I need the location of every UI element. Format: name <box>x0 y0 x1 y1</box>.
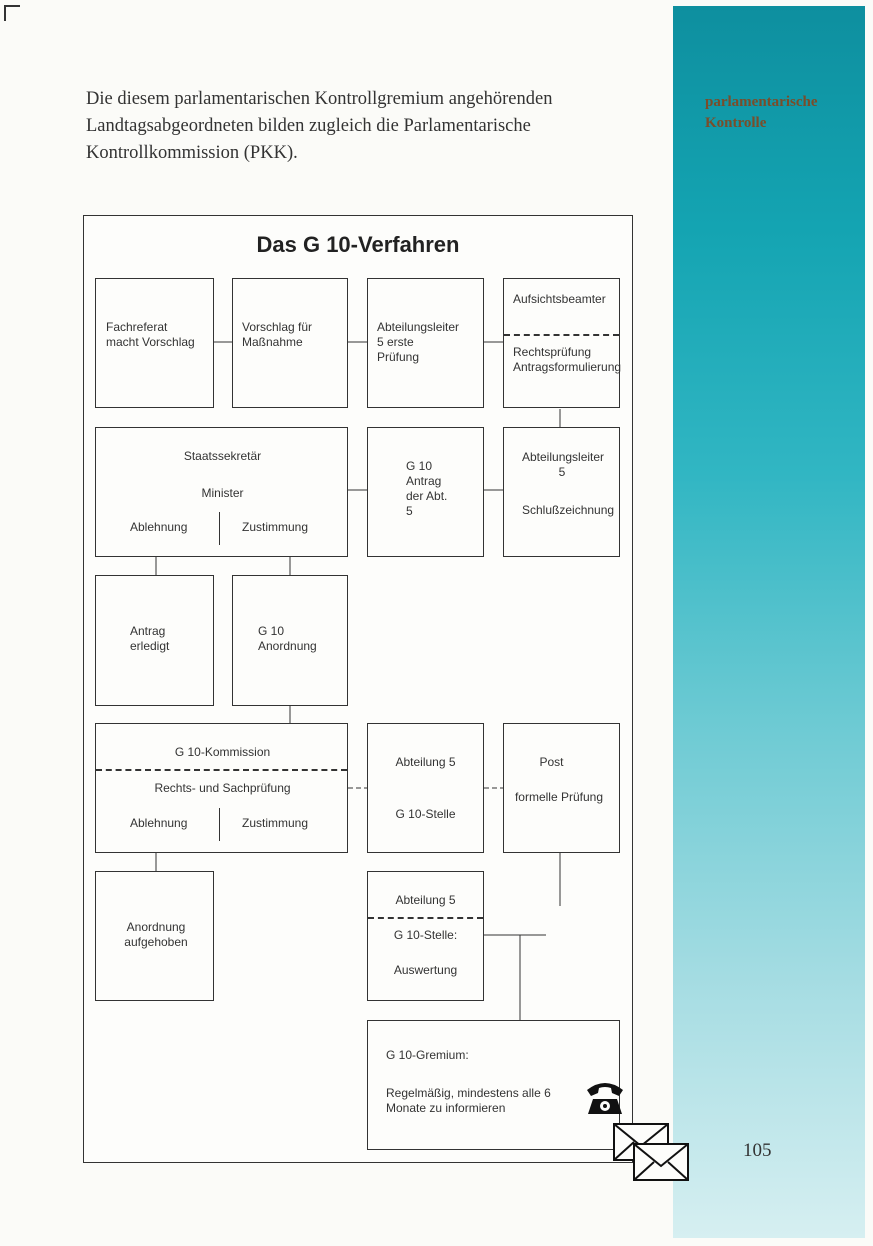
abteilung5-stelle-top-text: Abteilung 5 <box>395 755 456 769</box>
antrag-erledigt-text: Antrag erledigt <box>130 624 170 653</box>
abteilung5-stelle-box: Abteilung 5 G 10-Stelle <box>367 723 484 853</box>
abteilungsleiter-pruefung-text: Abteilungsleiter 5 erste Prüfung <box>377 320 460 364</box>
fachreferat-box: Fachreferat macht Vorschlag <box>95 278 214 408</box>
vorschlag-box: Vorschlag für Maßnahme <box>232 278 348 408</box>
staatssekretaer-text: Staatssekretär <box>183 449 262 463</box>
schlusszeichnung-top-text: Abteilungsleiter 5 <box>522 450 605 479</box>
envelope-icon <box>613 1123 689 1181</box>
telephone-icon <box>587 1083 623 1114</box>
schlusszeichnung-bottom-text: Schlußzeichnung <box>522 503 615 517</box>
aufsicht-bottom-text: Rechtsprüfung Antragsformulierung <box>513 345 622 374</box>
kommission-ablehnung-text: Ablehnung <box>130 816 188 830</box>
g10-flowchart: Das G 10-Verfahren Fachreferat macht Vor… <box>83 215 689 1181</box>
antrag-abt5-box: G 10 Antrag der Abt. 5 <box>367 427 484 557</box>
kommission-zustimmung-text: Zustimmung <box>242 816 309 830</box>
aufsicht-box: Aufsichtsbeamter Rechtsprüfung Antragsfo… <box>503 278 622 408</box>
page-number: 105 <box>743 1140 772 1161</box>
auswertung-box: Abteilung 5 G 10-Stelle: Auswertung <box>367 871 484 1001</box>
anordnung-aufgehoben-text: Anordnung aufgehoben <box>124 920 188 949</box>
aufsicht-divider <box>504 334 619 336</box>
gremium-top-text: G 10-Gremium: <box>386 1048 469 1062</box>
aufsicht-top-text: Aufsichtsbeamter <box>513 292 606 306</box>
kommission-middle-text: Rechts- und Sachprüfung <box>154 781 291 795</box>
post-top-text: Post <box>539 755 564 769</box>
auswertung-middle-text: G 10-Stelle: <box>393 928 458 942</box>
post-bottom-text: formelle Prüfung <box>514 790 604 804</box>
staat-ablehnung-text: Ablehnung <box>130 520 188 534</box>
gremium-bottom-text: Regelmäßig, mindestens alle 6 Monate zu … <box>386 1086 551 1115</box>
abteilung5-stelle-bottom-text: G 10-Stelle <box>395 807 456 821</box>
sidebar-band: parlamentarische Kontrolle 105 <box>673 6 865 1238</box>
g10-kommission-box: G 10-Kommission Rechts- und Sachprüfung … <box>95 723 348 853</box>
chart-title: Das G 10-Verfahren <box>256 232 460 257</box>
g10-anordnung-box: G 10 Anordnung <box>232 575 348 706</box>
g10-gremium-box: G 10-Gremium: Regelmäßig, mindestens all… <box>367 1020 620 1150</box>
staat-zustimmung-text: Zustimmung <box>242 520 309 534</box>
sidebar-heading: parlamentarische Kontrolle <box>705 94 818 131</box>
abteilungsleiter-pruefung-box: Abteilungsleiter 5 erste Prüfung <box>367 278 484 408</box>
antrag-abt5-text: G 10 Antrag der Abt. 5 <box>406 459 448 518</box>
staat-decision-divider <box>219 512 220 545</box>
fachreferat-text: Fachreferat macht Vorschlag <box>106 320 195 349</box>
staatssekretaer-box: Staatssekretär Minister Ablehnung Zustim… <box>95 427 348 557</box>
kommission-decision-divider <box>219 808 220 841</box>
kommission-divider <box>96 769 347 771</box>
post-box: Post formelle Prüfung <box>503 723 620 853</box>
minister-text: Minister <box>201 486 244 500</box>
vorschlag-text: Vorschlag für Maßnahme <box>242 320 313 349</box>
auswertung-top-text: Abteilung 5 <box>395 893 456 907</box>
antrag-erledigt-box: Antrag erledigt <box>95 575 214 706</box>
auswertung-divider <box>368 917 483 919</box>
g10-anordnung-text: G 10 Anordnung <box>258 624 317 653</box>
auswertung-bottom-text: Auswertung <box>393 963 458 977</box>
intro-paragraph: Die diesem parlamentarischen Kontrollgre… <box>86 89 553 163</box>
kommission-top-text: G 10-Kommission <box>174 745 271 759</box>
anordnung-aufgehoben-box: Anordnung aufgehoben <box>95 871 214 1001</box>
schlusszeichnung-box: Abteilungsleiter 5 Schlußzeichnung <box>503 427 620 557</box>
crop-mark <box>4 5 20 21</box>
